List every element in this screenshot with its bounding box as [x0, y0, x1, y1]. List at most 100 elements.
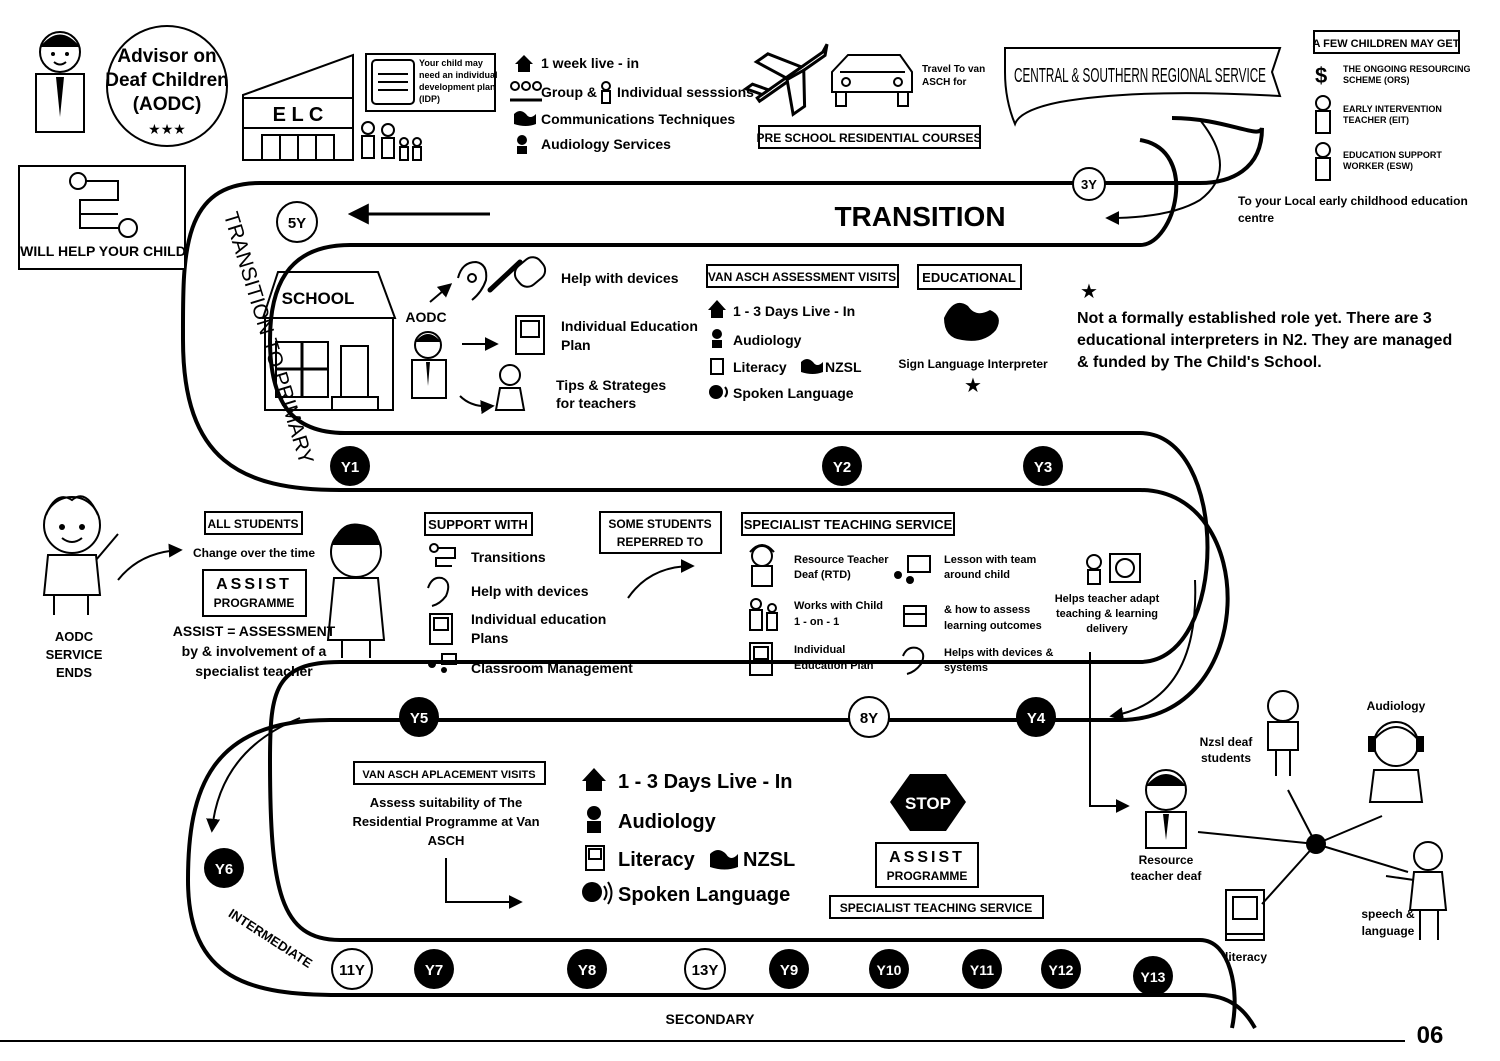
assess-literacy: Literacy [733, 359, 787, 375]
aodc-title-2: Deaf Children [105, 70, 229, 91]
literacy-book-icon [1225, 889, 1265, 941]
elc-service-individual: Individual sesssions [617, 84, 754, 100]
teacher-icon [1315, 95, 1331, 134]
assess-box-icon [903, 605, 927, 627]
travel-line-1: Travel To van [922, 64, 985, 75]
cochlear-implant-icon [487, 256, 547, 293]
sign-hands-icon [514, 111, 536, 126]
assist-def-3: specialist teacher [195, 663, 313, 679]
assess-sign-icon [801, 359, 823, 374]
support-worker-icon [1315, 142, 1331, 181]
placement-title: VAN ASCH APLACEMENT VISITS [362, 769, 535, 781]
local-ece-line-1: To your Local early childhood education [1238, 194, 1468, 208]
educational-box [917, 264, 1022, 290]
assess-house-icon [708, 300, 726, 318]
milestone-y4: Y4 [1016, 697, 1056, 737]
aodc-ends-1: AODC [55, 629, 94, 644]
note-line-1: Not a formally established role yet. The… [1077, 310, 1432, 327]
placement-arrow [445, 858, 523, 909]
sts-lesson-1: Lesson with team [944, 554, 1037, 566]
milestone-y8: Y8 [567, 949, 607, 989]
girl-icon [494, 364, 526, 411]
sts-devices-1: Helps with devices & [944, 647, 1053, 659]
support-with-title: SUPPORT WITH [428, 517, 528, 532]
support-classroom: Classroom Management [471, 660, 633, 676]
some-students-1: SOME STUDENTS [608, 517, 711, 531]
regional-service-label: CENTRAL & SOUTHERN REGIONAL SERVICE [1014, 65, 1266, 87]
svg-text:Y11: Y11 [970, 962, 994, 978]
road-arrow-right [1109, 579, 1197, 721]
aodc-ends-arrow [117, 543, 183, 581]
nzsl-students-2: students [1201, 751, 1251, 765]
resource-teacher-1: Resource [1139, 853, 1194, 867]
some-students-box [599, 511, 722, 554]
speech-language-2: language [1362, 924, 1415, 938]
calendar-icon [371, 59, 415, 105]
support-hearing-icon [427, 576, 450, 607]
aodc-person-icon [35, 31, 85, 133]
school-tips-2: for teachers [556, 395, 636, 411]
milestone-y5: Y5 [399, 697, 439, 737]
support-book-icon [429, 613, 453, 645]
student-icon [326, 523, 386, 658]
stop-label: STOP [905, 794, 951, 813]
adapt-connector-arrow [1089, 652, 1130, 813]
svg-text:3Y: 3Y [1081, 177, 1097, 192]
sts-hearing-icon [902, 646, 925, 675]
educational-caption: Sign Language Interpreter [898, 357, 1048, 371]
milestone-5y: 5Y [276, 201, 318, 243]
sts-rtd-2: Deaf (RTD) [794, 569, 851, 581]
book-icon [515, 315, 545, 355]
waving-child-icon [42, 495, 119, 615]
elc-service-communication: Communications Techniques [541, 111, 735, 127]
eit-line-1: EARLY INTERVENTION [1343, 104, 1442, 114]
esw-line-1: EDUCATION SUPPORT [1343, 150, 1442, 160]
plane-icon [742, 43, 829, 117]
assess-literacy-icon [710, 358, 724, 375]
audiology-icon [517, 135, 527, 154]
preschool-box [758, 125, 981, 149]
milestone-y7: Y7 [414, 949, 454, 989]
preschool-label: PRE SCHOOL RESIDENTIAL COURSES [757, 131, 982, 145]
person-icon [601, 81, 611, 104]
esw-line-2: WORKER (ESW) [1343, 161, 1413, 171]
audiology-label: Audiology [1367, 699, 1426, 713]
milestone-y1: Y1 [330, 446, 370, 486]
sts-box [741, 512, 955, 536]
idp-line-3: development plan [419, 82, 496, 92]
van-asch-assess-box [706, 264, 899, 288]
svg-text:8Y: 8Y [860, 710, 878, 727]
idp-line-4: (IDP) [419, 94, 440, 104]
some-students-2: REPERRED TO [617, 535, 703, 549]
sts-adapt-2: teaching & learning [1056, 608, 1158, 620]
all-students-box [204, 511, 303, 535]
elc-building-icon [242, 53, 354, 161]
milestone-13y: 13Y [684, 948, 726, 990]
support-classroom-icon [428, 653, 457, 673]
milestone-y13: Y13 [1133, 956, 1173, 996]
school-label: SCHOOL [282, 289, 355, 308]
milestone-8y: 8Y [848, 696, 890, 738]
placement-assess-1: Assess suitability of The [370, 795, 522, 810]
sts-iep-2: Education Plan [794, 660, 874, 672]
elc-service-group: Group & [541, 84, 597, 100]
support-iep-1: Individual education [471, 611, 606, 627]
school-building-icon [261, 271, 397, 411]
sts-adapt-1: Helps teacher adapt [1055, 593, 1160, 605]
resource-teacher-2: teacher deaf [1131, 869, 1203, 883]
sts-title: SPECIALIST TEACHING SERVICE [744, 517, 953, 532]
svg-text:Y1: Y1 [341, 459, 359, 476]
elc-label: E L C [273, 104, 324, 126]
audiologist-icon [1368, 721, 1424, 803]
note-line-2: educational interpreters in N2. They are… [1077, 332, 1452, 349]
team-icon [894, 555, 931, 584]
aodc-ends-2: SERVICE [46, 647, 103, 662]
sts-lesson-2: around child [944, 569, 1010, 581]
aodc-arrow-down [459, 395, 495, 415]
aodc-stars: ★★★ [148, 121, 186, 137]
van-asch-assess-title: VAN ASCH ASSESSMENT VISITS [708, 270, 896, 284]
svg-text:11Y: 11Y [339, 962, 365, 979]
support-devices: Help with devices [471, 583, 589, 599]
svg-text:Y13: Y13 [1141, 969, 1166, 985]
elc-service-audiology: Audiology Services [541, 136, 671, 152]
